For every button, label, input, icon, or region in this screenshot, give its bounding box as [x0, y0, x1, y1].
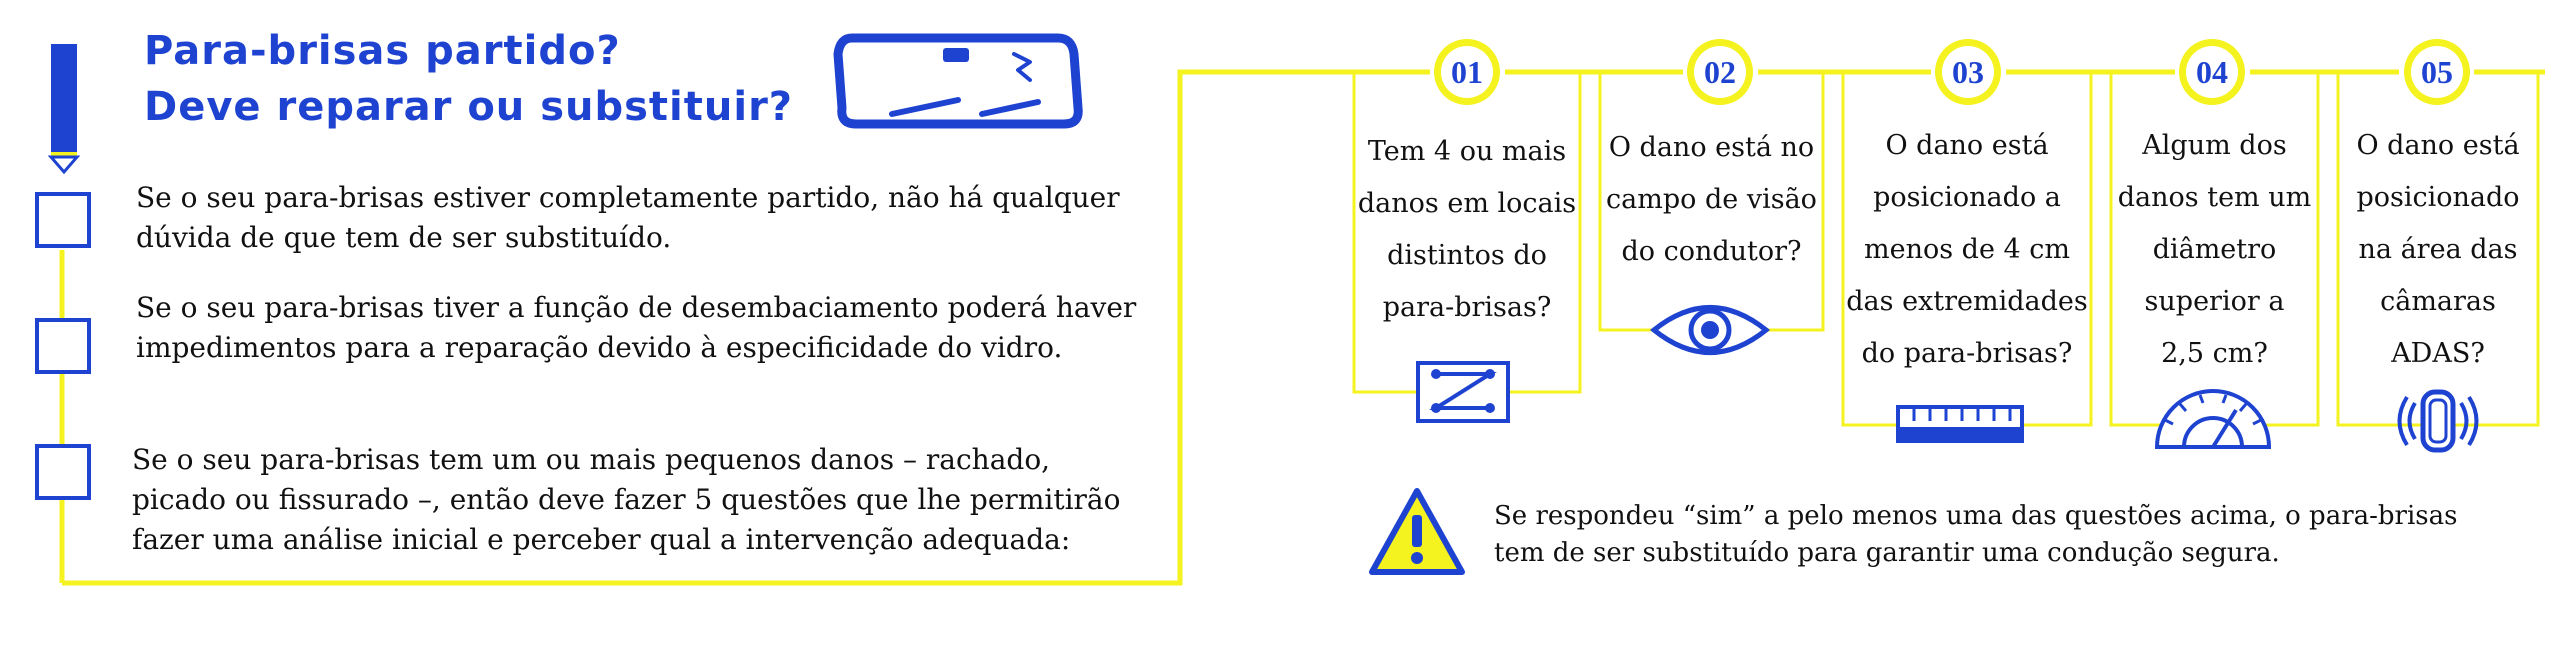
question-line: O dano está	[2356, 130, 2520, 161]
page-title-line-2: Deve reparar ou substituir?	[144, 84, 793, 130]
question-line: superior a	[2144, 286, 2285, 317]
question-line: distintos do	[1387, 240, 1547, 271]
question-number: 04	[2196, 54, 2228, 90]
question-line: ADAS?	[2391, 338, 2485, 369]
intro-line: fazer uma análise inicial e perceber qua…	[132, 523, 1071, 556]
page-title-line-1: Para-brisas partido?	[144, 28, 621, 74]
intro-item-1: Se o seu para-brisas estiver completamen…	[136, 178, 1120, 258]
question-5-text: O dano está posicionado na área das câma…	[2341, 120, 2535, 380]
question-line: na área das	[2358, 234, 2518, 265]
intro-line: picado ou fissurado –, então deve fazer …	[132, 483, 1121, 516]
badge-03: 03	[1935, 39, 2001, 105]
question-line: O dano está no	[1608, 132, 1815, 163]
intro-line: Se o seu para-brisas estiver completamen…	[136, 181, 1120, 214]
question-number: 02	[1704, 54, 1736, 90]
checkbox-3	[35, 444, 91, 500]
question-number: 01	[1451, 54, 1483, 90]
question-line: danos em locais	[1357, 188, 1577, 219]
question-line: posicionado	[2356, 182, 2520, 213]
question-line: Algum dos	[2142, 130, 2287, 161]
badge-01: 01	[1434, 39, 1500, 105]
intro-line: Se o seu para-brisas tiver a função de d…	[136, 291, 1137, 324]
intro-line: dúvida de que tem de ser substituído.	[136, 221, 672, 254]
question-number: 05	[2421, 54, 2453, 90]
question-line: O dano está	[1885, 130, 2049, 161]
checkbox-1	[35, 192, 91, 248]
question-line: danos tem um	[2117, 182, 2312, 213]
question-line: do para-brisas?	[1861, 338, 2073, 369]
badge-05: 05	[2404, 39, 2470, 105]
question-line: das extremidades	[1846, 286, 2088, 317]
warning-line: tem de ser substituído para garantir uma…	[1494, 538, 2280, 568]
question-line: 2,5 cm?	[2161, 338, 2268, 369]
adas-camera-icon	[2397, 389, 2479, 453]
question-line: diâmetro	[2152, 234, 2277, 265]
intro-line: impedimentos para a reparação devido à e…	[136, 331, 1063, 364]
protractor-icon	[2154, 389, 2272, 449]
question-4-text: Algum dos danos tem um diâmetro superior…	[2114, 120, 2315, 380]
checkbox-2	[35, 318, 91, 374]
intro-line: Se o seu para-brisas tem um ou mais pequ…	[132, 443, 1051, 476]
question-line: campo de visão	[1606, 184, 1817, 215]
question-3-text: O dano está posicionado a menos de 4 cm …	[1846, 120, 2088, 380]
question-line: posicionado a	[1873, 182, 2061, 213]
ruler-icon	[1896, 405, 2024, 443]
windshield-icon	[833, 33, 1083, 129]
question-line: para-brisas?	[1382, 292, 1552, 323]
pencil-icon	[47, 44, 81, 175]
warning-message: Se respondeu “sim” a pelo menos uma das …	[1494, 498, 2458, 572]
eye-icon	[1650, 305, 1770, 355]
warning-line: Se respondeu “sim” a pelo menos uma das …	[1494, 501, 2458, 531]
question-number: 03	[1952, 54, 1984, 90]
question-line: menos de 4 cm	[1864, 234, 2070, 265]
question-line: Tem 4 ou mais	[1367, 136, 1567, 167]
question-1-text: Tem 4 ou mais danos em locais distintos …	[1357, 126, 1577, 334]
intro-item-3: Se o seu para-brisas tem um ou mais pequ…	[132, 440, 1120, 560]
question-line: câmaras	[2380, 286, 2496, 317]
warning-triangle-icon	[1369, 488, 1465, 575]
badge-04: 04	[2179, 39, 2245, 105]
zigzag-crack-icon	[1416, 361, 1510, 423]
question-line: do condutor?	[1621, 236, 1802, 267]
question-2-text: O dano está no campo de visão do conduto…	[1603, 122, 1820, 278]
badge-02: 02	[1687, 39, 1753, 105]
intro-item-2: Se o seu para-brisas tiver a função de d…	[136, 288, 1136, 368]
